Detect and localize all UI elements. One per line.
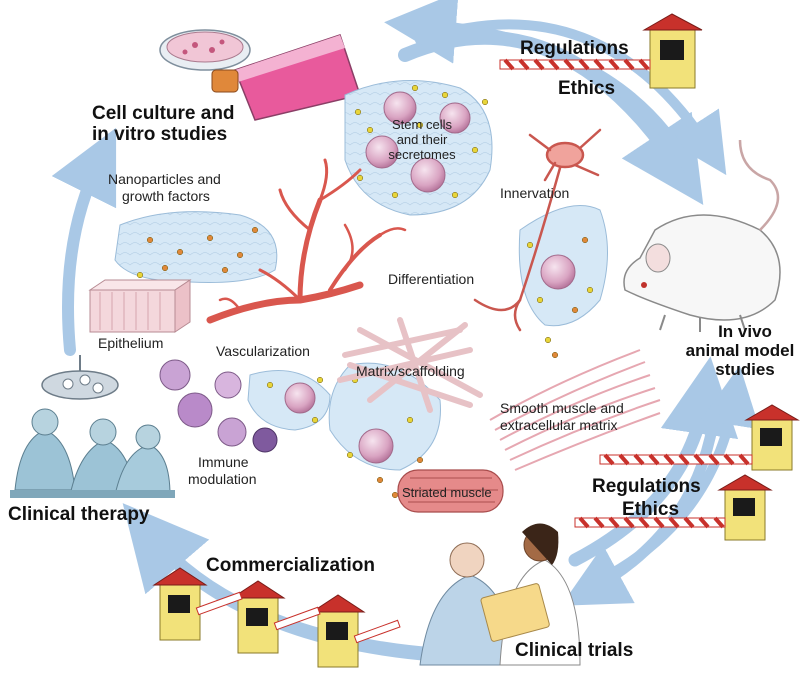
label-commercialization: Commercialization xyxy=(206,555,375,576)
label-stem-cells-1: Stem cells xyxy=(392,117,452,132)
label-cell-culture-2: in vitro studies xyxy=(92,124,228,145)
label-nanoparticles-1: Nanoparticles and xyxy=(108,171,221,187)
label-smooth-muscle-1: Smooth muscle and xyxy=(500,400,624,416)
gate-booth-right-upper xyxy=(599,404,800,471)
label-in-vivo-2: animal model xyxy=(685,341,795,360)
patient-doctor-icon xyxy=(419,523,581,666)
culture-flask-icon xyxy=(211,34,361,121)
label-matrix: Matrix/scaffolding xyxy=(356,363,465,379)
lab-mouse-icon xyxy=(623,139,781,332)
petri-dish-icon xyxy=(159,29,251,71)
label-in-vivo-1: In vivo xyxy=(718,322,772,341)
immune-cells xyxy=(159,359,278,453)
label-clinical-therapy: Clinical therapy xyxy=(8,504,150,525)
surgical-lamp-icon xyxy=(41,355,119,400)
label-regulations-top: Regulations xyxy=(520,38,629,59)
stem-cell-tissue xyxy=(344,80,493,216)
neuron-icon xyxy=(473,128,602,332)
matrix-scaffold-fibers xyxy=(337,317,483,413)
label-regulations-right: Regulations xyxy=(592,476,701,497)
label-differentiation: Differentiation xyxy=(388,271,475,287)
innervation-tissue xyxy=(518,205,608,327)
smooth-muscle-strands xyxy=(489,349,661,471)
nanoparticle-tissue xyxy=(114,211,278,283)
label-ethics-right: Ethics xyxy=(622,499,680,520)
label-immune-2: modulation xyxy=(188,471,257,487)
label-vascularization: Vascularization xyxy=(216,343,310,359)
left-cycle-arrow xyxy=(51,127,117,356)
label-nanoparticles-2: growth factors xyxy=(122,188,210,204)
surgeons-group-icon xyxy=(10,408,175,498)
epithelium-block-icon xyxy=(88,279,192,333)
label-epithelium: Epithelium xyxy=(98,335,164,351)
label-innervation: Innervation xyxy=(500,185,570,201)
label-smooth-muscle-2: extracellular matrix xyxy=(500,417,618,433)
gate-booths-bottom xyxy=(152,567,401,668)
label-immune-1: Immune xyxy=(198,454,249,470)
striated-muscle-bundle xyxy=(397,469,504,513)
right-cycle-arrows xyxy=(561,356,760,606)
nanoparticles xyxy=(136,84,594,509)
label-stem-cells-2: and their xyxy=(396,132,448,147)
label-clinical-trials: Clinical trials xyxy=(515,640,634,661)
label-stem-cells-3: secretomes xyxy=(388,147,456,162)
label-cell-culture-1: Cell culture and xyxy=(92,103,235,124)
gate-booth-top xyxy=(499,13,703,89)
gate-booth-right-lower xyxy=(574,474,773,541)
label-in-vivo-3: studies xyxy=(715,360,775,379)
label-ethics-top: Ethics xyxy=(558,78,616,99)
blood-vessel-tree xyxy=(206,158,407,324)
label-striated-muscle: Striated muscle xyxy=(402,485,492,500)
